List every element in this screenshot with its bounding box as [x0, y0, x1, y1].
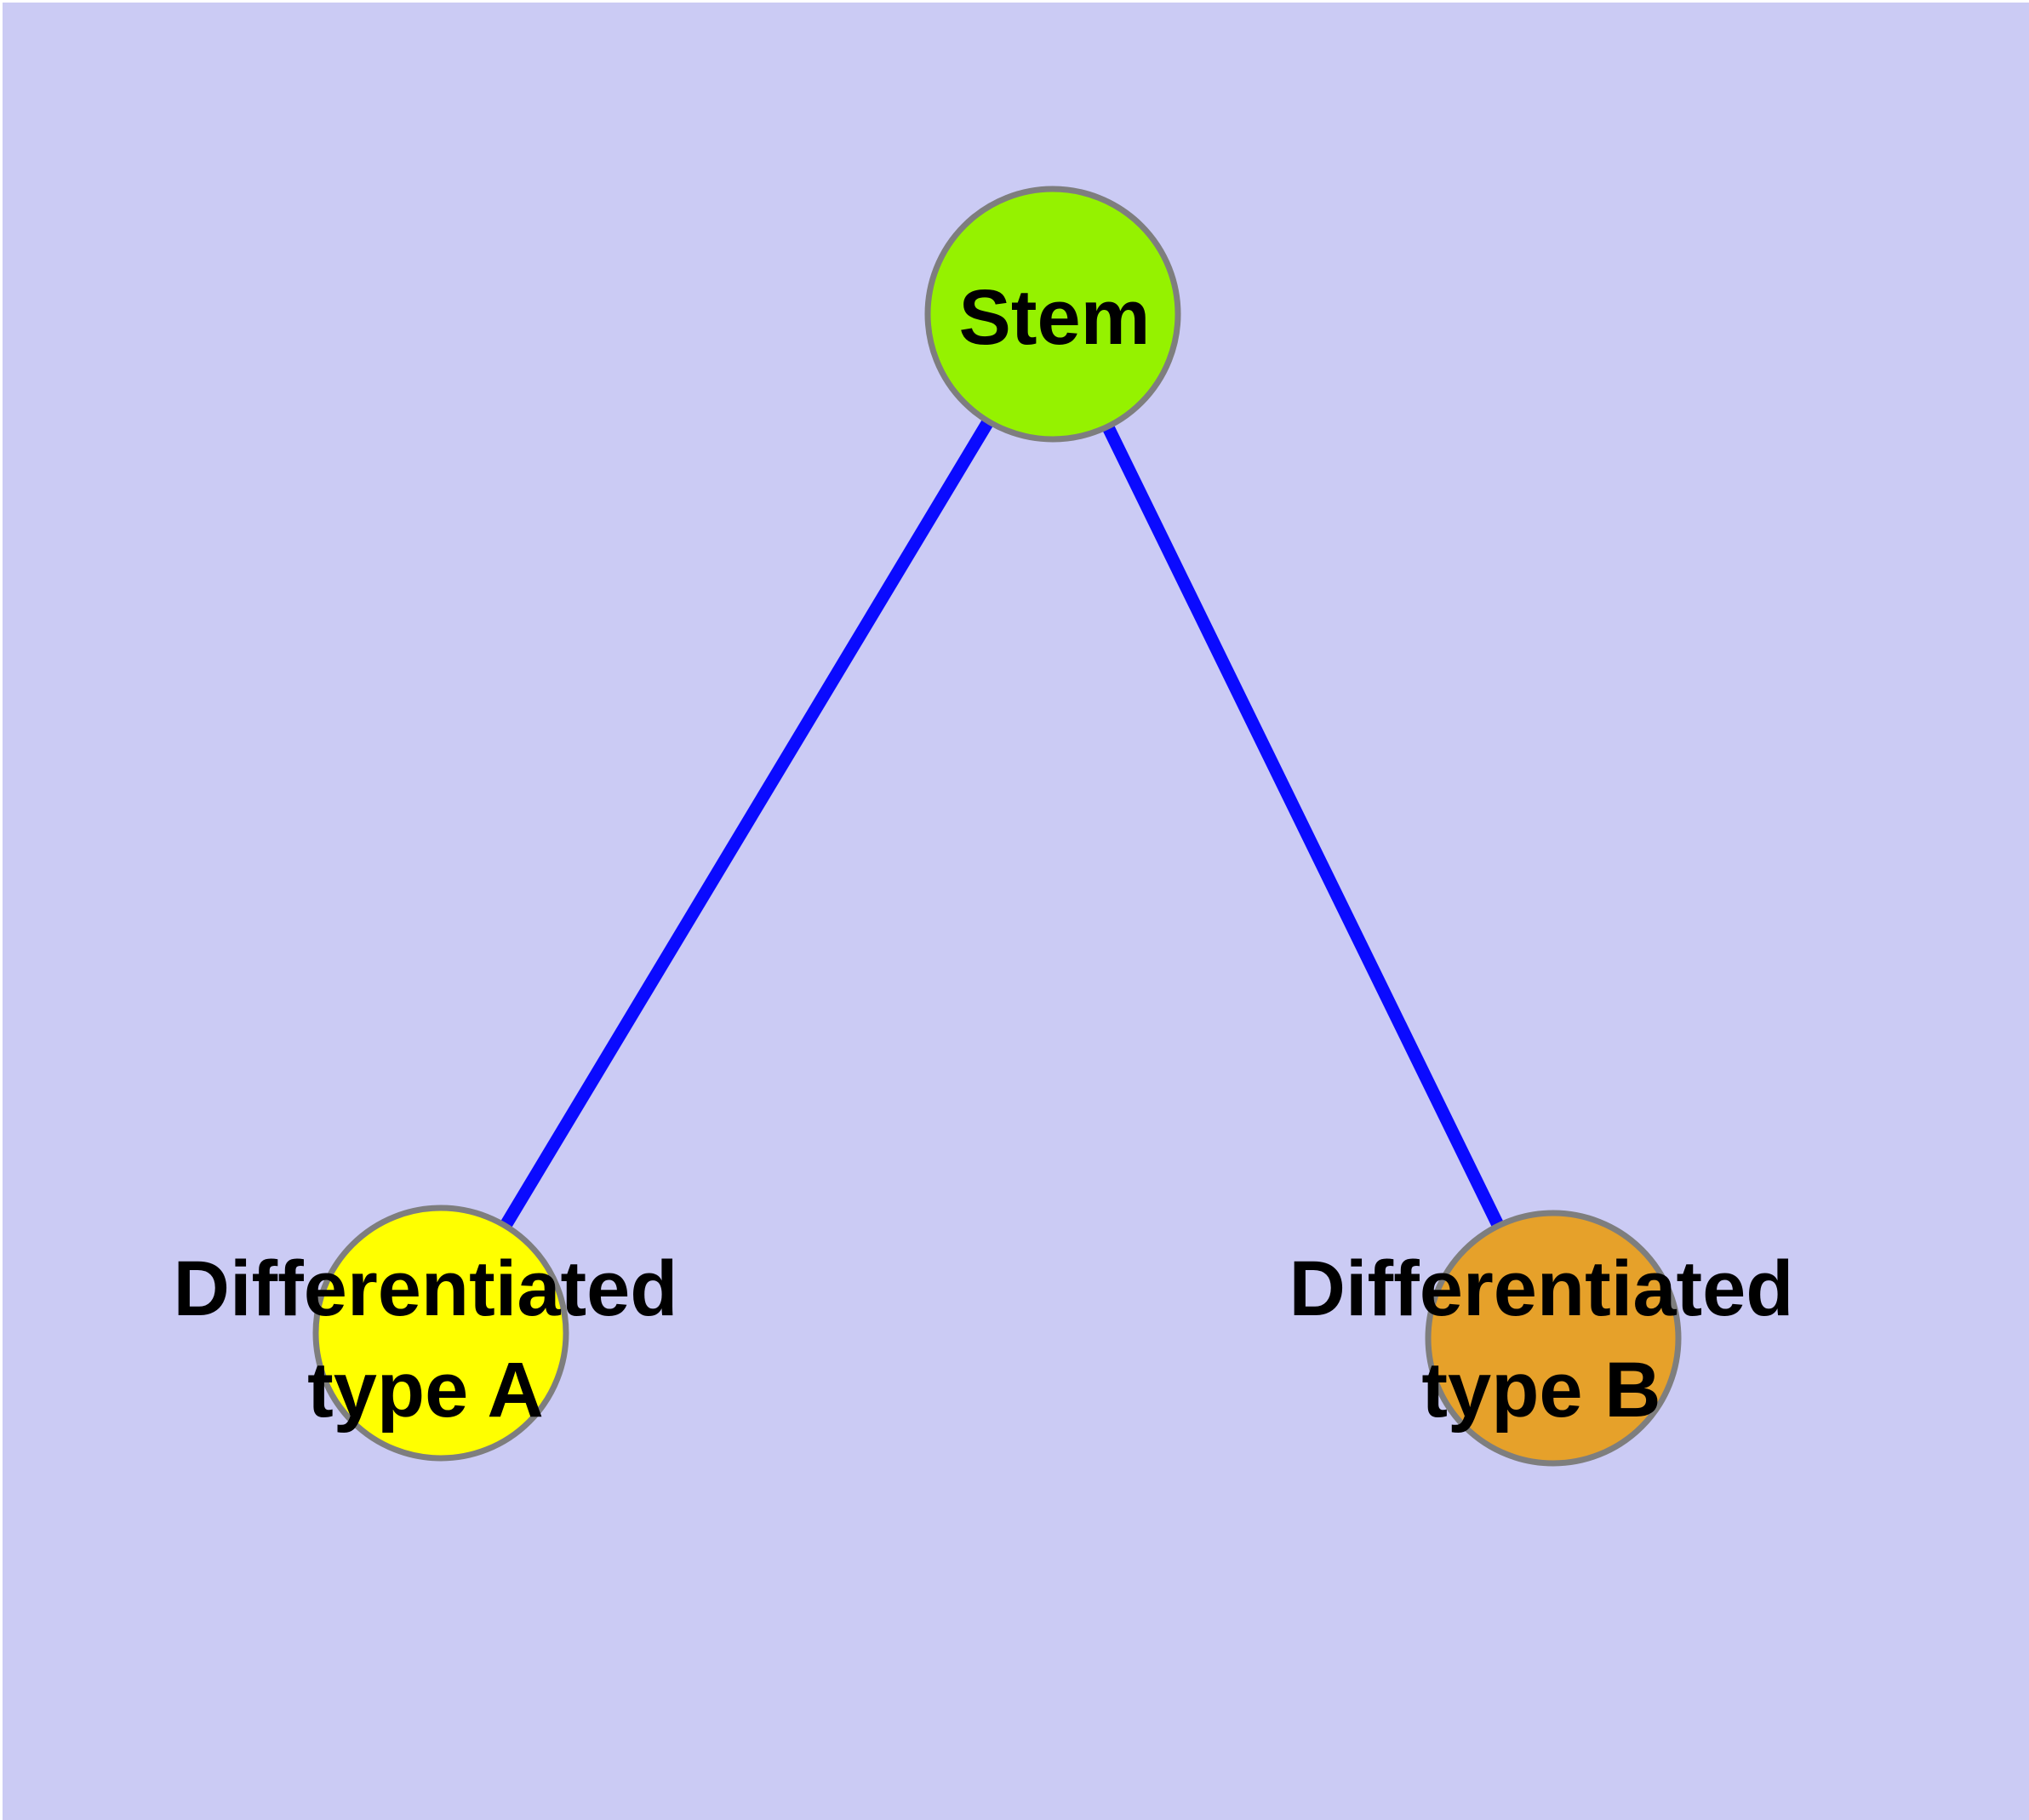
- edge-group: [435, 311, 1559, 1342]
- node-differentiated-type-b-circle: [1425, 1210, 1682, 1467]
- edge-stem-to-type-b: [1047, 311, 1559, 1342]
- node-group: [312, 186, 1682, 1467]
- node-differentiated-type-a-circle: [312, 1205, 569, 1462]
- node-stem-circle: [924, 186, 1181, 443]
- edge-stem-to-type-a: [435, 311, 1059, 1336]
